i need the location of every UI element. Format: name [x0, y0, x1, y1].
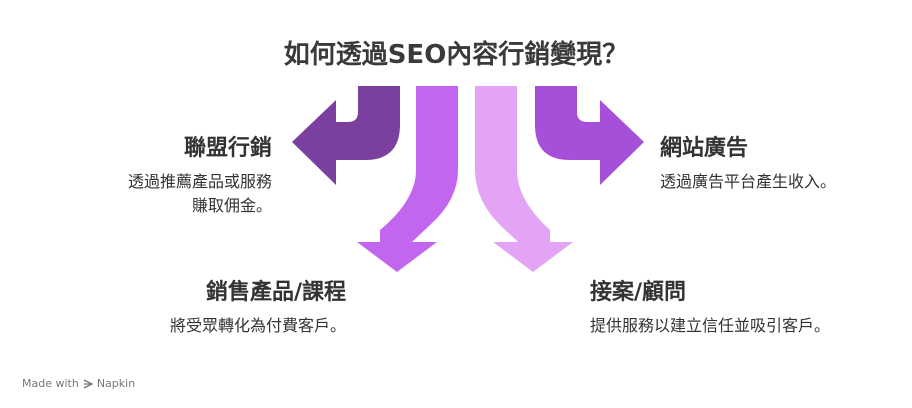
ads-description-line: 透過廣告平台產生收入。: [660, 172, 837, 191]
diagram-title: 如何透過SEO內容行銷變現？: [283, 40, 629, 70]
products-description-line: 將受眾轉化為付費客戶。: [169, 316, 346, 335]
products-arrow: [357, 86, 458, 272]
affiliate-description-line: 透過推薦產品或服務: [127, 172, 272, 191]
products-heading: 銷售產品/課程: [205, 280, 346, 305]
affiliate-arrow: [292, 86, 400, 185]
ads-description: 透過廣告平台產生收入。: [660, 170, 836, 194]
affiliate-description-line: 賺取佣金。: [191, 196, 272, 215]
consulting-description-line: 提供服務以建立信任並吸引客戶。: [590, 316, 831, 335]
affiliate-description: 透過推薦產品或服務 賺取佣金。: [128, 170, 272, 218]
consulting-description: 提供服務以建立信任並吸引客戶。: [590, 314, 830, 338]
affiliate-heading: 聯盟行銷: [183, 136, 272, 161]
ads-arrow: [535, 86, 644, 185]
made-with-footer[interactable]: Made with Napkin: [22, 377, 135, 390]
napkin-logo-icon: [83, 378, 93, 389]
footer-brand: Napkin: [96, 377, 136, 390]
ads-heading: 網站廣告: [660, 136, 749, 161]
footer-prefix: Made with: [22, 377, 79, 390]
products-description: 將受眾轉化為付費客戶。: [170, 314, 346, 338]
consulting-heading: 接案/顧問: [590, 280, 687, 305]
consulting-arrow: [475, 86, 573, 272]
